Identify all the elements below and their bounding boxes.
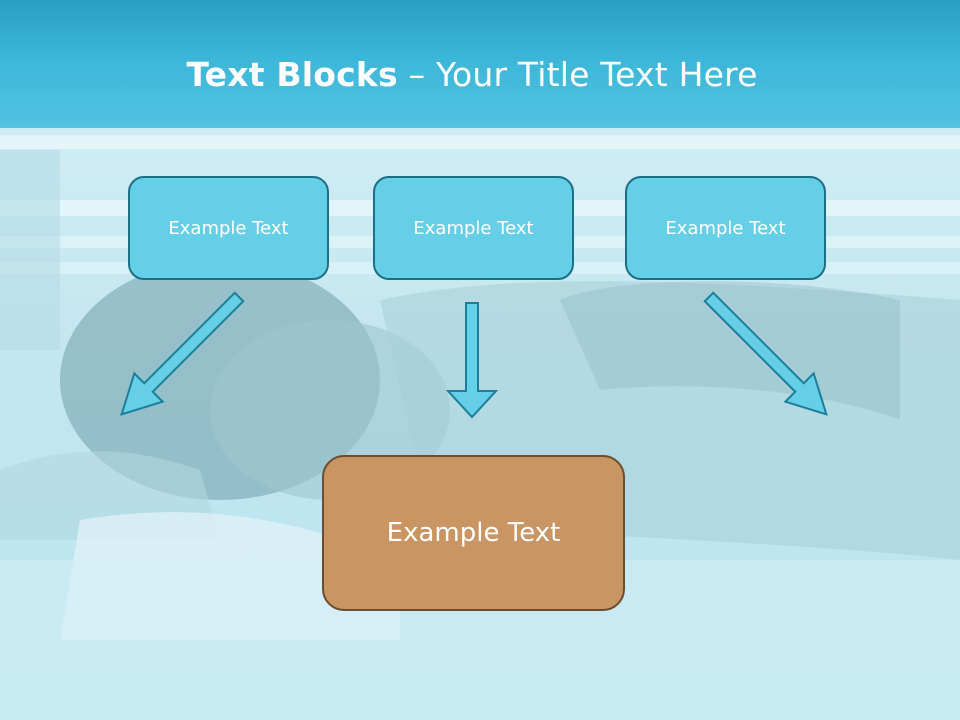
title-rest: Your Title Text Here xyxy=(435,55,758,94)
text-block-2: Example Text xyxy=(373,176,574,280)
header-band xyxy=(0,0,960,128)
text-block-3: Example Text xyxy=(625,176,826,280)
title-separator: – xyxy=(397,55,436,94)
text-block-3-label: Example Text xyxy=(665,217,786,239)
text-block-2-label: Example Text xyxy=(413,217,534,239)
target-block-label: Example Text xyxy=(386,518,561,548)
text-block-1-label: Example Text xyxy=(168,217,289,239)
target-block: Example Text xyxy=(322,455,625,611)
title-bold: Text Blocks xyxy=(186,55,398,94)
text-block-1: Example Text xyxy=(128,176,329,280)
slide-title: Text Blocks – Your Title Text Here xyxy=(0,55,944,94)
